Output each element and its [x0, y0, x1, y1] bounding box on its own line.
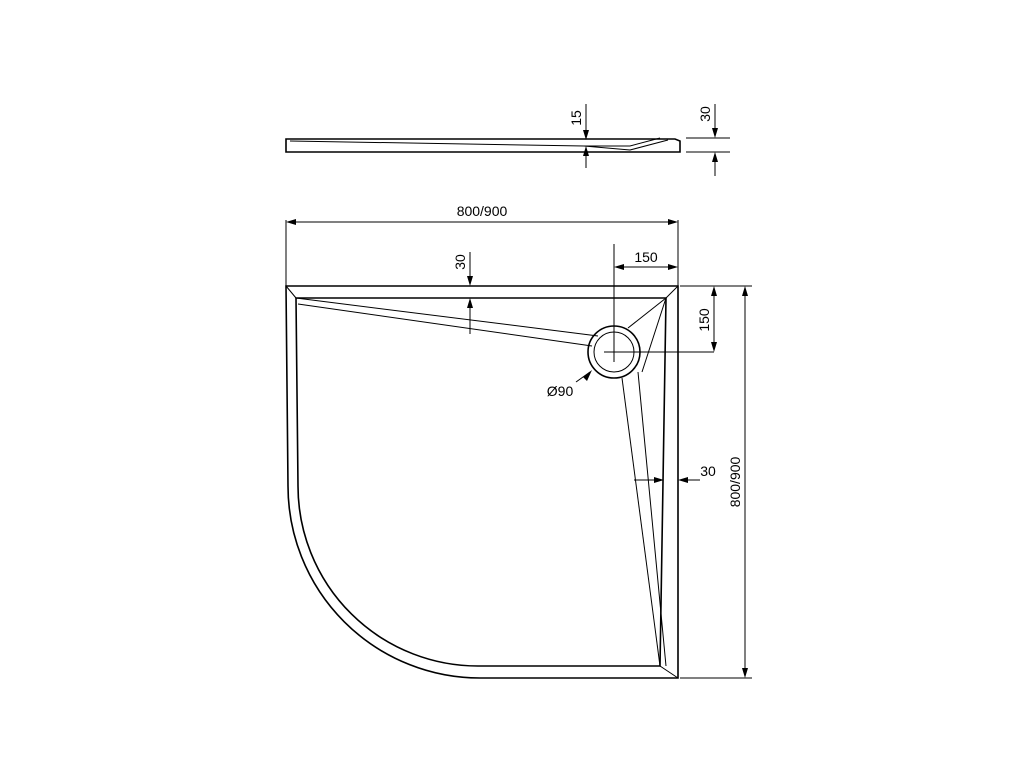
side-height-dimension: 30 [686, 104, 730, 176]
height-dimension: 800/900 [680, 285, 752, 679]
tray-outer-outline [285, 285, 679, 679]
slope-line-top-a [295, 297, 599, 337]
slope-line-top-b [297, 303, 593, 347]
right-rim-label: 30 [700, 463, 716, 479]
side-view-outline [285, 138, 681, 153]
slope-line-right-b [637, 371, 667, 667]
height-label: 800/900 [727, 456, 743, 507]
drain-diameter-label: Ø90 [547, 383, 574, 399]
side-view: 15 30 [285, 104, 730, 176]
drain-offset-x-label: 150 [634, 249, 658, 265]
drain-diameter-callout: Ø90 [547, 370, 592, 399]
width-dimension: 800/900 [285, 203, 679, 286]
side-depth-label: 15 [568, 110, 584, 126]
top-view: 800/900 150 150 30 [285, 203, 752, 679]
slope-line-corner [627, 297, 667, 329]
right-rim-dimension: 30 [634, 463, 716, 483]
top-rim-dimension: 30 [452, 252, 473, 334]
top-rim-label: 30 [452, 254, 468, 270]
side-height-label: 30 [697, 106, 713, 122]
slope-line-corner-b [641, 297, 667, 373]
drain [587, 244, 714, 379]
slope-line-right-a [621, 377, 661, 667]
side-depth-dimension: 15 [568, 104, 589, 168]
drain-offset-y-dimension: 150 [680, 285, 722, 352]
tray-inner-outline [295, 297, 667, 667]
drain-offset-y-label: 150 [696, 308, 712, 332]
drain-offset-x-dimension: 150 [614, 249, 678, 270]
width-label: 800/900 [457, 203, 508, 219]
side-view-slope-inner [583, 139, 669, 151]
side-view-slope-line [289, 137, 661, 147]
